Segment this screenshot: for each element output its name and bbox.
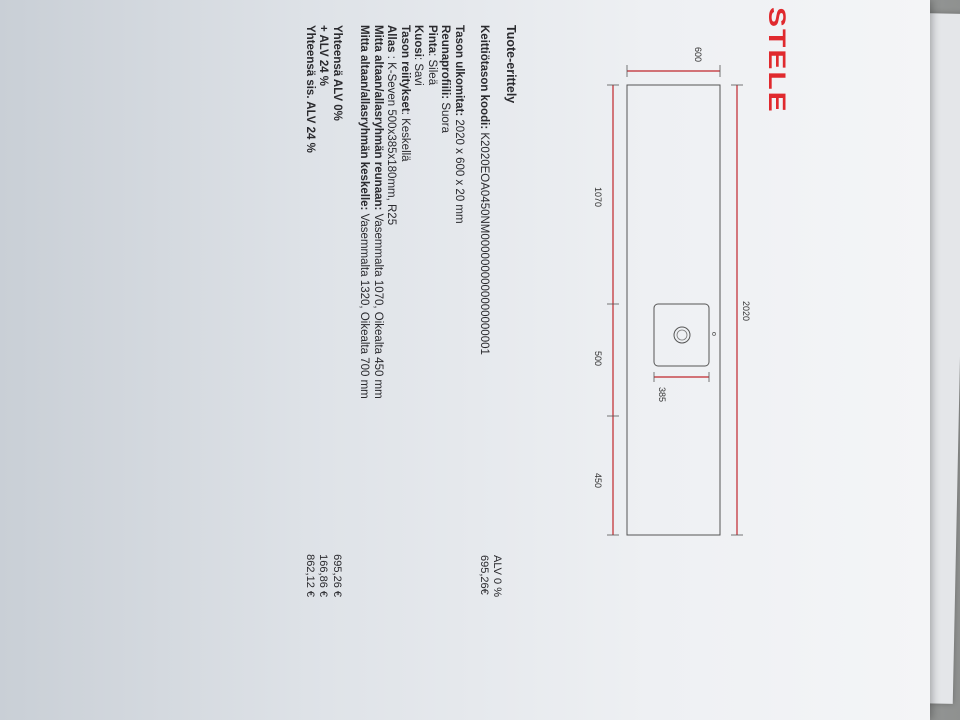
product-specification: Tuote-erittely Keittiötason koodi: K2020… [303, 25, 518, 645]
spec-row: Allas : K-Seven 500x385x180mm, R25 [385, 25, 398, 226]
total-row-net: Yhteensä ALV 0% [331, 25, 343, 121]
code-price: 695,26€ [478, 555, 490, 595]
spec-row: Kuosi: Savi [412, 25, 425, 86]
totals-values: 695,26 € 166,86 € 862,12 € [303, 554, 343, 597]
dim-label-right: 450 [593, 473, 603, 488]
spec-row: Reunaprofiili: Suora [439, 25, 452, 134]
code-label: Keittiötason koodi [478, 25, 491, 126]
countertop-drawing: 2020 600 o 385 1070 500 [593, 47, 751, 536]
sink-outline [653, 303, 710, 367]
drain-icon [673, 326, 691, 344]
dim-label-depth: 600 [693, 47, 703, 62]
total-row-gross: Yhteensä sis. ALV 24 % [304, 25, 316, 153]
spec-row: Mitta altaan/allasryhmän keskelle: Vasem… [358, 25, 371, 399]
total-value-gross: 862,12 € [304, 554, 316, 597]
spec-row: Tason ulkomitat: 2020 x 600 x 20 mm [453, 25, 465, 224]
total-value-vat: 166,86 € [317, 554, 330, 597]
code-value: K2020EOA0450NM0000000000000000001 [478, 132, 491, 355]
document-sheet: STELE 2020 600 o 385 [0, 0, 930, 720]
spec-title: Tuote-erittely [504, 25, 518, 104]
dim-label-sink-depth: 385 [657, 387, 667, 402]
dim-label-total: 2020 [741, 301, 751, 321]
vat-header: ALV 0 % [491, 555, 504, 597]
spec-row: Pinta: Sileä [426, 25, 438, 86]
countertop-outline [626, 84, 721, 536]
dim-label-left: 1070 [593, 187, 603, 207]
spec-row: Mitta altaan/allasryhmän reunaan: Vasemm… [372, 25, 384, 399]
spec-row: Tason reiitykset: Keskellä [399, 25, 411, 162]
totals-block: Yhteensä ALV 0% + ALV 24 % Yhteensä sis.… [303, 25, 343, 645]
total-value-net: 695,26 € [331, 554, 343, 597]
rotated-document: STELE 2020 600 o 385 [235, 0, 795, 655]
spec-code-row: Keittiötason koodi: K2020EOA0450NM000000… [478, 25, 504, 597]
code-price-block: ALV 0 % 695,26€ [477, 555, 504, 597]
dim-label-sink: 500 [593, 351, 603, 366]
brand-logo: STELE [763, 7, 790, 114]
total-row-vat: + ALV 24 % [317, 25, 330, 87]
faucet-mark: o [710, 332, 717, 336]
